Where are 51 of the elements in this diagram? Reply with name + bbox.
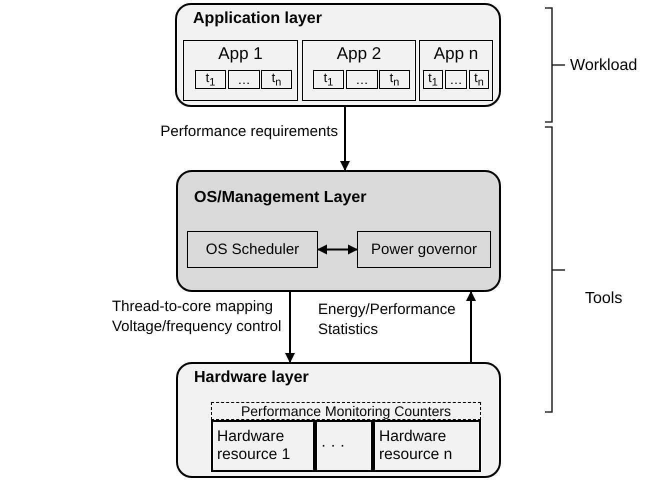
app-name: App 2	[336, 45, 382, 63]
layer-heading: Hardware layer	[194, 370, 309, 387]
thread-box	[445, 70, 467, 89]
thread-label: t$_{1}$	[324, 70, 334, 88]
bracket-label: Workload	[570, 57, 638, 75]
thread-label: …	[356, 72, 368, 86]
thread-box	[469, 70, 489, 89]
resource-label: Hardware resource n	[378, 428, 454, 464]
edge-label: Energy/Performance Statistics	[318, 300, 457, 339]
arrow	[340, 107, 350, 171]
thread-box	[261, 70, 292, 89]
layer-panel	[176, 362, 501, 478]
counter-bar	[211, 402, 481, 420]
layer-panel	[176, 170, 501, 292]
thread-label: …	[238, 72, 250, 86]
edge-label: Performance requirements	[159, 122, 338, 142]
app-box	[183, 40, 298, 101]
thread-label: t$_{n}$	[474, 70, 484, 88]
component-box	[357, 231, 491, 268]
thread-label: t$_{1}$	[428, 70, 438, 88]
resource-box	[373, 420, 481, 472]
arrow	[317, 244, 358, 254]
layer-heading: Application layer	[193, 11, 322, 28]
arrow	[285, 292, 295, 363]
component-name: OS Scheduler	[206, 242, 300, 258]
resource-label: Hardware resource 1	[216, 428, 292, 464]
thread-label: …	[450, 72, 462, 86]
app-name: App n	[434, 45, 478, 63]
component-box	[187, 231, 318, 268]
app-box	[302, 40, 416, 101]
app-box	[419, 40, 493, 101]
thread-box	[346, 70, 378, 89]
thread-label: t$_{n}$	[272, 70, 282, 88]
app-name: App 1	[218, 45, 263, 63]
thread-box	[423, 70, 443, 89]
counter-label: Performance Monitoring Counters	[240, 404, 452, 418]
layer-panel	[175, 3, 501, 107]
component-name: Power governor	[371, 242, 477, 258]
thread-label: t$_{1}$	[206, 70, 216, 88]
thread-box	[228, 70, 260, 89]
arrow	[466, 291, 476, 362]
edge-label: Thread-to-core mapping Voltage/frequency control	[112, 297, 282, 336]
layer-heading: OS/Management Layer	[194, 190, 366, 207]
resource-box	[315, 420, 373, 472]
thread-box	[379, 70, 410, 89]
resource-label: · · ·	[320, 437, 346, 455]
bracket-label: Tools	[585, 290, 622, 308]
thread-label: t$_{n}$	[390, 70, 400, 88]
resource-box	[211, 420, 315, 472]
thread-box	[313, 70, 344, 89]
thread-box	[195, 70, 226, 89]
